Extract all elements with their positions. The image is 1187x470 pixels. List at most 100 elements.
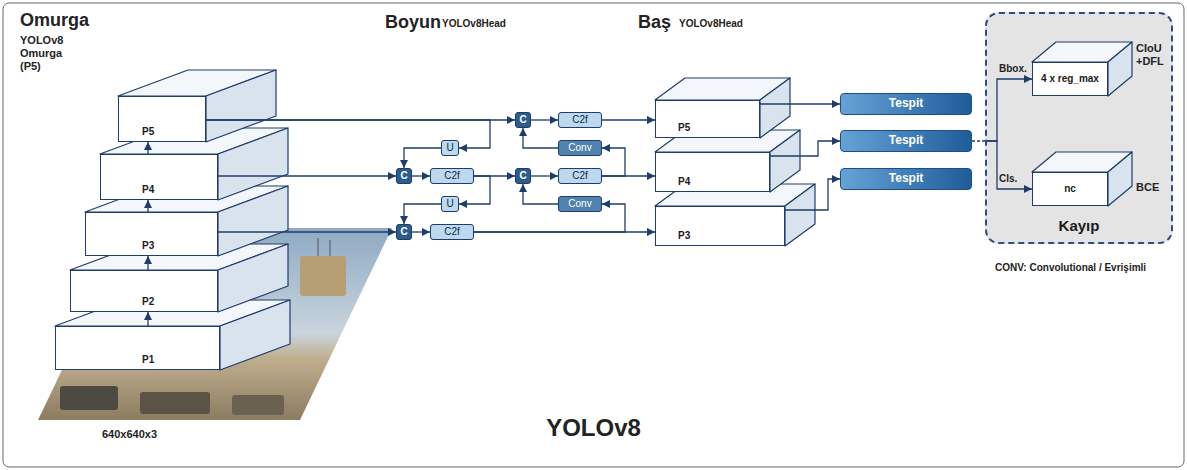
module-box: C2f bbox=[430, 168, 474, 184]
concat-box: C bbox=[515, 112, 531, 128]
flow-connector bbox=[531, 119, 558, 120]
concat-box: C bbox=[515, 168, 531, 184]
vehicle-shape bbox=[140, 392, 210, 414]
note-text: CONV: Convolutional / Evrişimli bbox=[995, 262, 1146, 274]
slab-side-face bbox=[1108, 152, 1132, 206]
node-text: C bbox=[400, 226, 407, 238]
node-text: U bbox=[446, 142, 453, 154]
feature-map-slab: 4 x reg_max bbox=[1032, 62, 1108, 96]
module-box: C2f bbox=[430, 224, 474, 240]
feature-map-slab: P3 bbox=[655, 206, 785, 246]
flow-connector bbox=[404, 148, 441, 168]
node-text: C bbox=[519, 114, 526, 126]
flow-connector bbox=[147, 142, 148, 154]
flow-connector bbox=[785, 179, 840, 210]
node-text: P5 bbox=[142, 126, 154, 138]
feature-map-slab: P3 bbox=[85, 212, 218, 256]
slab-side-face bbox=[770, 130, 800, 192]
flow-connector bbox=[985, 79, 1032, 141]
node-text: P3 bbox=[678, 230, 690, 242]
node-text: P1 bbox=[142, 354, 154, 366]
antenna-line bbox=[330, 240, 331, 256]
section-subtitle: YOLOv8 Omurga (P5) bbox=[20, 34, 76, 73]
feature-map-slab: P4 bbox=[100, 154, 218, 200]
slab-side-face bbox=[220, 300, 290, 370]
edge-label: Bbox. bbox=[999, 63, 1027, 75]
section-subtitle: YOLOv8Head bbox=[679, 18, 743, 30]
photo-plane bbox=[38, 228, 392, 420]
antenna-line bbox=[318, 238, 319, 256]
node-text: Tespit bbox=[889, 134, 923, 148]
node-text: 4 x reg_max bbox=[1041, 73, 1099, 85]
slab-faces-group bbox=[55, 42, 1132, 370]
slab-side-face bbox=[218, 128, 288, 200]
node-text: Tespit bbox=[889, 97, 923, 111]
slab-side-face bbox=[785, 184, 815, 246]
slab-side-face bbox=[1108, 42, 1132, 96]
node-text: P4 bbox=[142, 184, 154, 196]
loss-panel-fill bbox=[985, 12, 1173, 244]
diagram-caption: YOLOv8 bbox=[0, 414, 1187, 443]
node-text: C2f bbox=[572, 114, 588, 126]
node-text: P2 bbox=[142, 296, 154, 308]
node-text: C2f bbox=[572, 170, 588, 182]
flow-connector bbox=[218, 231, 396, 232]
detect-box: Tespit bbox=[840, 168, 972, 190]
flow-connector bbox=[147, 200, 148, 212]
flow-connector bbox=[760, 103, 840, 104]
flow-connector bbox=[412, 175, 430, 176]
slab-side-face bbox=[206, 70, 276, 142]
feature-map-slab: nc bbox=[1032, 172, 1108, 206]
feature-map-slab: P1 bbox=[55, 326, 220, 370]
vehicle-shape bbox=[232, 395, 284, 415]
module-box: C2f bbox=[558, 112, 602, 128]
node-text: C bbox=[519, 170, 526, 182]
node-text: C2f bbox=[444, 226, 460, 238]
feature-map-slab: P5 bbox=[118, 96, 206, 142]
detect-box: Tespit bbox=[840, 93, 972, 115]
conv-box: Conv bbox=[558, 196, 602, 212]
node-text: U bbox=[446, 198, 453, 210]
flow-connector bbox=[412, 231, 430, 232]
conv-box: Conv bbox=[558, 140, 602, 156]
slab-side-face bbox=[218, 244, 288, 312]
loss-name: BCE bbox=[1136, 181, 1159, 194]
node-text: C2f bbox=[444, 170, 460, 182]
section-title: Omurga bbox=[20, 10, 89, 32]
flow-connector bbox=[985, 141, 1032, 189]
flow-connector bbox=[523, 128, 558, 148]
detect-box: Tespit bbox=[840, 130, 972, 152]
flow-connector bbox=[531, 175, 558, 176]
panel-fill-group bbox=[985, 12, 1173, 244]
vehicle-shape bbox=[300, 256, 346, 296]
node-text: Kayıp bbox=[1059, 217, 1100, 234]
flow-connector bbox=[770, 141, 840, 156]
node-text: Conv bbox=[568, 142, 591, 154]
module-box: U bbox=[441, 140, 459, 156]
flow-connector bbox=[147, 256, 148, 270]
feature-map-slab: P4 bbox=[655, 152, 770, 192]
slab-side-face bbox=[760, 78, 790, 138]
flow-connector bbox=[602, 148, 625, 176]
vehicle-shape bbox=[60, 386, 118, 410]
loss-name: CIoU +DFL bbox=[1136, 42, 1168, 68]
section-title: Boyun bbox=[385, 12, 441, 34]
node-text: Tespit bbox=[889, 172, 923, 186]
flow-connector bbox=[474, 204, 625, 232]
module-box: U bbox=[441, 196, 459, 212]
flow-connector bbox=[218, 175, 396, 176]
flow-connector bbox=[404, 204, 441, 224]
edge-label: Cls. bbox=[999, 173, 1017, 185]
node-text: P3 bbox=[142, 240, 154, 252]
node-text: P4 bbox=[678, 176, 690, 188]
flow-connector bbox=[523, 184, 558, 204]
module-box: C2f bbox=[558, 168, 602, 184]
feature-map-slab: P5 bbox=[655, 100, 760, 138]
node-text: nc bbox=[1064, 183, 1076, 195]
input-size: 640x640x3 bbox=[102, 428, 157, 441]
flow-connector bbox=[147, 312, 148, 326]
section-title: Baş bbox=[638, 12, 671, 34]
flow-connector bbox=[474, 175, 515, 176]
